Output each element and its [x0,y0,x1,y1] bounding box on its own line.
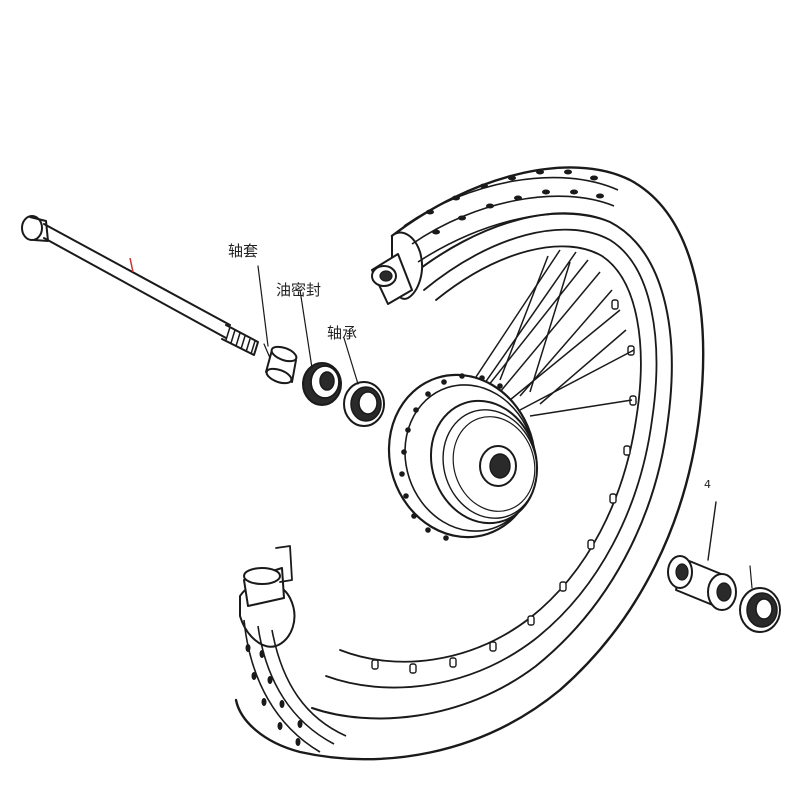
rim-nipples [371,299,637,674]
mark-right-part: 4 [704,478,711,491]
axle-sleeve [263,343,298,385]
lower-tube-stub [243,545,293,607]
tyre [234,166,705,761]
bearing-left [343,337,385,427]
spacer-right [667,501,737,611]
spokes [469,249,635,417]
label-axle-sleeve: 轴套 [228,242,258,260]
label-oil-seal: 油密封 [276,281,321,299]
oil-seal [299,289,342,406]
bearing-right [739,565,781,633]
upper-tube-stub [371,253,413,305]
label-bearing: 轴承 [327,324,357,342]
wheel-hub [387,373,539,541]
axle [21,215,259,356]
axle-part-mark [129,257,134,273]
